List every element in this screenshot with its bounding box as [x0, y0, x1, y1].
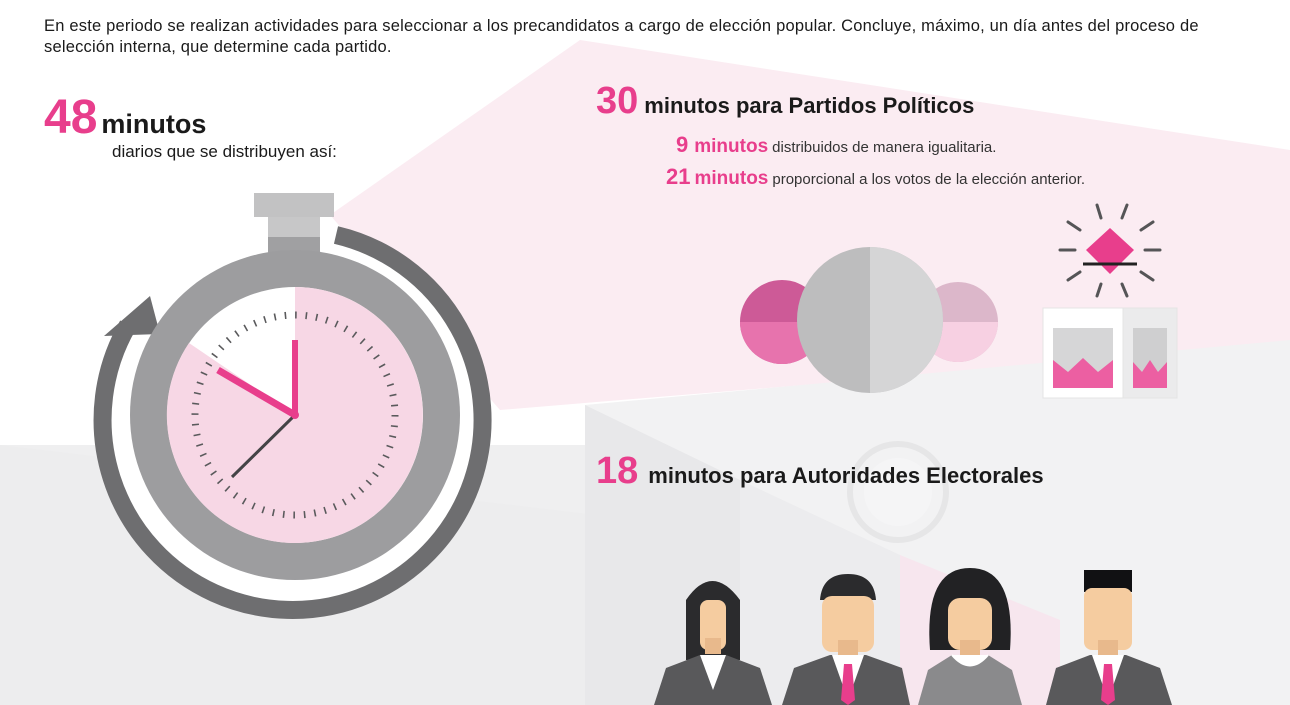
- parties-minutes-number: 30: [596, 80, 639, 122]
- parties-label: minutos para Partidos Políticos: [644, 93, 975, 118]
- equal-minutes-unit: minutos: [694, 136, 769, 157]
- proportional-minutes-number: 21: [666, 164, 691, 189]
- second-hand: [230, 413, 297, 479]
- voting-icon: [1042, 203, 1178, 399]
- refresh-arrow-head: [104, 296, 160, 336]
- proportional-minutes-unit: minutos: [694, 168, 769, 189]
- person-woman-1-icon: [654, 581, 772, 705]
- party-circles-graphic: [740, 247, 998, 393]
- proportional-distribution-text: proporcional a los votos de la elección …: [772, 171, 1086, 188]
- authorities-minutes-number: 18: [596, 450, 639, 492]
- stopwatch-icon: [93, 193, 492, 619]
- minute-ticks: [191, 311, 399, 519]
- equal-minutes-number: 9: [676, 132, 689, 157]
- authorities-label: minutos para Autoridades Electorales: [648, 463, 1044, 488]
- ballot-diamond: [1086, 228, 1134, 274]
- equal-distribution-text: distribuidos de manera igualitaria.: [772, 139, 997, 156]
- intro-text: En este periodo se realizan actividades …: [44, 17, 1199, 56]
- person-woman-2-icon: [918, 568, 1022, 705]
- person-man-1-icon: [782, 574, 910, 705]
- total-minutes-subtitle: diarios que se distribuyen así:: [112, 142, 337, 161]
- authorities-heading: 18 minutos para Autoridades Electorales: [596, 450, 1044, 493]
- total-minutes-unit: minutos: [101, 109, 207, 139]
- total-minutes-number: 48: [44, 91, 98, 144]
- refresh-arrow-arc: [93, 226, 492, 619]
- hour-hand: [216, 366, 297, 419]
- stopwatch-button: [254, 193, 334, 217]
- decorative-ring: [847, 441, 949, 543]
- person-man-2-icon: [1046, 570, 1172, 705]
